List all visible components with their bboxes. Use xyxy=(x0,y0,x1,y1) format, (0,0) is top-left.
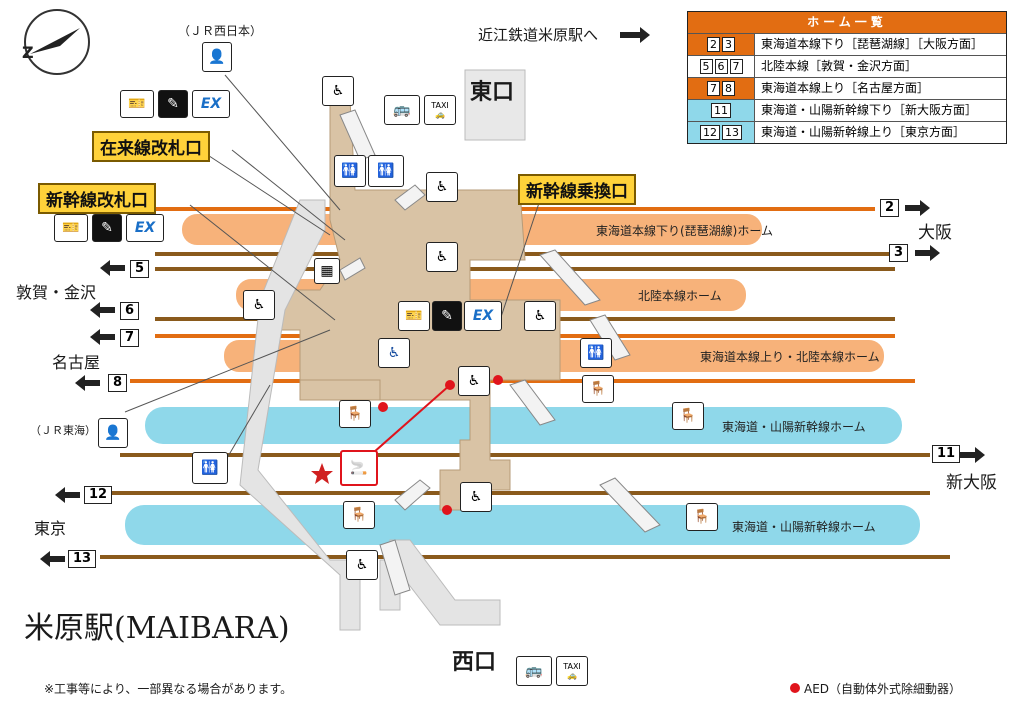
waiting-room-icon: 🪑 xyxy=(343,501,375,529)
track-number: 13 xyxy=(68,550,97,568)
compass-icon: Z xyxy=(22,9,90,75)
jr-central-label: （ＪＲ東海） xyxy=(30,424,96,437)
bus-icon: 🚌 xyxy=(516,656,552,686)
legend-row: 11 東海道・山陽新幹線下り［新大阪方面］ xyxy=(688,99,1006,121)
omi-railway-label: 近江鉄道米原駅へ xyxy=(478,26,599,44)
restroom-icon: 🚻 xyxy=(192,452,228,484)
ex-icon: EX xyxy=(464,301,502,331)
jr-west-label: （ＪＲ西日本） xyxy=(178,24,263,38)
aed-legend: AED（自動体外式除細動器） xyxy=(804,682,962,696)
platform-label: 北陸本線ホーム xyxy=(638,289,722,303)
elevator-icon: ♿ xyxy=(460,482,492,512)
platform-label: 東海道本線上り・北陸本線ホーム xyxy=(700,350,880,364)
legend-row-label: 北陸本線［敦賀・金沢方面］ xyxy=(761,59,918,73)
footnote: ※工事等により、一部異なる場合があります。 xyxy=(44,682,293,696)
leader-lines xyxy=(124,74,541,471)
staff-office-icon: 👤 xyxy=(98,418,128,448)
restroom-icon: 🚻 xyxy=(580,338,612,368)
elevator-icon: ♿ xyxy=(426,242,458,272)
east-exit-label: 東口 xyxy=(470,80,515,105)
conventional-gate-label: 在来線改札口 xyxy=(92,131,210,162)
direction-arrows xyxy=(40,27,985,567)
legend-row-label: 東海道本線下り［琵琶湖線］［大阪方面］ xyxy=(761,37,984,51)
waiting-room-icon: 🪑 xyxy=(339,400,371,428)
reserved-seat-icon: ✎ xyxy=(158,90,188,118)
track-number: 2 xyxy=(880,199,900,217)
elevator-icon: ♿ xyxy=(524,301,556,331)
current-location-star-icon xyxy=(311,463,333,484)
staff-office-icon: 👤 xyxy=(202,42,232,72)
aed-markers xyxy=(378,375,800,693)
smoking-pointer xyxy=(364,384,451,461)
reserved-seat-icon: ✎ xyxy=(432,301,462,331)
elevator-icon: ♿ xyxy=(458,366,490,396)
waiting-room-icon: 🪑 xyxy=(686,503,718,531)
svg-text:Z: Z xyxy=(22,43,34,62)
west-exit-label: 西口 xyxy=(452,650,497,675)
ticket-office-icon: 🎫 xyxy=(120,90,154,118)
reserved-seat-icon: ✎ xyxy=(92,214,122,242)
track-number: 7 xyxy=(120,329,140,347)
destination-tokyo: 東京 xyxy=(34,519,67,538)
ticket-office-icon: 🎫 xyxy=(398,301,430,331)
transfer-gate-label: 新幹線乗換口 xyxy=(518,174,636,205)
destination-tsuruga-kanazawa: 敦賀・金沢 xyxy=(16,283,97,302)
platform-label: 東海道本線下り(琵琶湖線)ホーム xyxy=(596,224,774,238)
elevator-icon: ♿ xyxy=(426,172,458,202)
platform-label: 東海道・山陽新幹線ホーム xyxy=(722,420,866,434)
taxi-icon: TAXI🚕 xyxy=(424,95,456,125)
track-number: 8 xyxy=(108,374,128,392)
elevator-icon: ♿ xyxy=(322,76,354,106)
taxi-icon: TAXI🚕 xyxy=(556,656,588,686)
restroom-icon: 🚻 xyxy=(334,155,366,187)
ex-icon: EX xyxy=(192,90,230,118)
track-number: 5 xyxy=(130,260,150,278)
track-number: 6 xyxy=(120,302,140,320)
legend-title: ホーム一覧 xyxy=(688,12,1006,33)
bus-icon: 🚌 xyxy=(384,95,420,125)
smoking-area-icon: 🚬 xyxy=(340,450,378,486)
locker-icon: ▦ xyxy=(314,258,340,284)
elevator-icon: ♿ xyxy=(243,290,275,320)
destination-osaka: 大阪 xyxy=(918,223,952,243)
waiting-room-icon: 🪑 xyxy=(582,375,614,403)
destination-nagoya: 名古屋 xyxy=(52,353,101,372)
accessible-icon: ♿ xyxy=(378,338,410,368)
track-number: 11 xyxy=(932,445,961,463)
station-title: 米原駅(MAIBARA) xyxy=(24,611,290,646)
track-number: 12 xyxy=(84,486,113,504)
legend-row-label: 東海道本線上り［名古屋方面］ xyxy=(761,81,930,95)
ticket-office-icon: 🎫 xyxy=(54,214,88,242)
legend-row-label: 東海道・山陽新幹線上り［東京方面］ xyxy=(761,125,966,139)
legend-row-label: 東海道・山陽新幹線下り［新大阪方面］ xyxy=(761,103,978,117)
platform-label: 東海道・山陽新幹線ホーム xyxy=(732,520,876,534)
ex-icon: EX xyxy=(126,214,164,242)
shinkansen-gate-label: 新幹線改札口 xyxy=(38,183,156,214)
waiting-room-icon: 🪑 xyxy=(672,402,704,430)
elevator-icon: ♿ xyxy=(346,550,378,580)
track-number: 3 xyxy=(889,244,909,262)
destination-shin-osaka: 新大阪 xyxy=(946,473,997,493)
restroom-icon: 🚻 xyxy=(368,155,404,187)
